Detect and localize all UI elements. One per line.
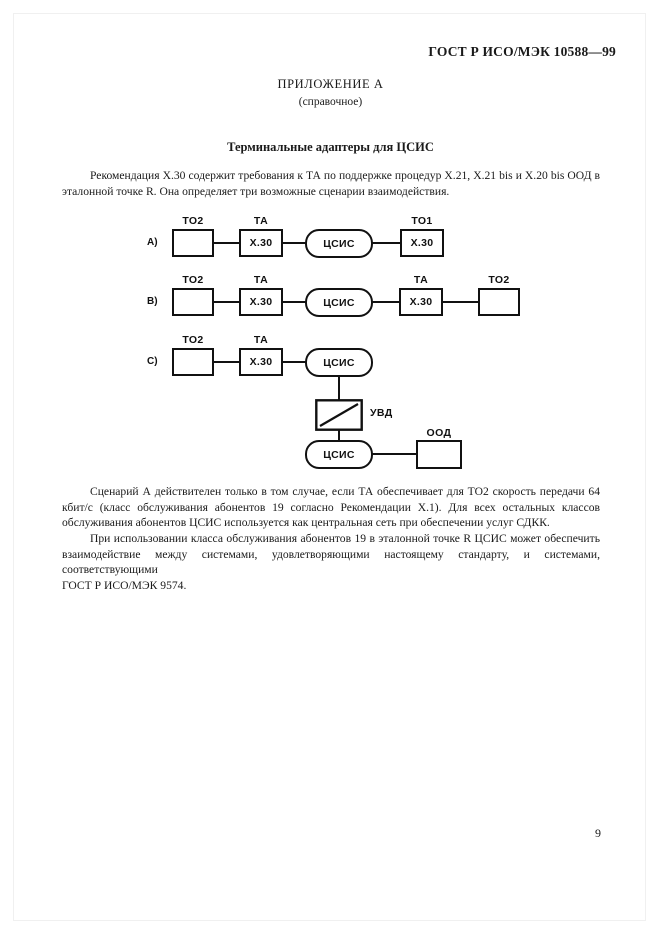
row-label-b: B) bbox=[147, 296, 158, 307]
link-c-vertical-1 bbox=[338, 376, 341, 400]
node-b-to2-left[interactable] bbox=[172, 288, 214, 316]
node-a-ta[interactable]: Х.30 bbox=[239, 229, 283, 257]
node-c-ood[interactable] bbox=[416, 440, 462, 469]
caption-b-to2-right: ТО2 bbox=[488, 274, 510, 286]
node-c-to2[interactable] bbox=[172, 348, 214, 376]
paragraph-outro-1: Сценарий А действителен только в том слу… bbox=[62, 485, 600, 529]
node-c-uvd[interactable] bbox=[315, 399, 363, 431]
link-b-3 bbox=[372, 301, 401, 304]
node-b-isdn[interactable]: ЦСИС bbox=[305, 288, 373, 317]
caption-b-to2-left: ТО2 bbox=[182, 274, 204, 286]
link-b-4 bbox=[442, 301, 480, 304]
link-a-1 bbox=[213, 242, 239, 245]
row-label-a: A) bbox=[147, 237, 158, 248]
caption-b-ta-right: ТА bbox=[413, 274, 429, 286]
link-b-1 bbox=[213, 301, 239, 304]
node-b-to2-right[interactable] bbox=[478, 288, 520, 316]
node-c-isdn-bottom[interactable]: ЦСИС bbox=[305, 440, 373, 469]
link-c-1 bbox=[213, 361, 239, 364]
section-title: Терминальные адаптеры для ЦСИС bbox=[227, 140, 434, 154]
caption-c-ta: ТА bbox=[253, 334, 269, 346]
link-c-2 bbox=[282, 361, 307, 364]
caption-a-to2: ТО2 bbox=[182, 215, 204, 227]
link-a-3 bbox=[372, 242, 402, 245]
caption-b-ta-left: ТА bbox=[253, 274, 269, 286]
caption-a-ta: ТА bbox=[253, 215, 269, 227]
caption-c-to2: ТО2 bbox=[182, 334, 204, 346]
node-c-isdn-top[interactable]: ЦСИС bbox=[305, 348, 373, 377]
annex-subtitle: (справочное) bbox=[298, 96, 363, 108]
paragraph-outro-2-last-line: ГОСТ Р ИСО/МЭК 9574. bbox=[62, 578, 187, 592]
caption-c-ood: ООД bbox=[426, 427, 452, 439]
link-a-2 bbox=[282, 242, 307, 245]
paragraph-outro-2: При использовании класса обслуживания аб… bbox=[62, 531, 600, 593]
standard-header: ГОСТ Р ИСО/МЭК 10588—99 bbox=[428, 44, 616, 59]
paragraph-outro-2-body: При использовании класса обслуживания аб… bbox=[62, 532, 600, 576]
link-c-3 bbox=[372, 453, 419, 456]
node-c-ta[interactable]: Х.30 bbox=[239, 348, 283, 376]
caption-a-to1: ТО1 bbox=[411, 215, 433, 227]
node-b-ta-left[interactable]: Х.30 bbox=[239, 288, 283, 316]
caption-c-uvd: УВД bbox=[370, 407, 393, 419]
node-a-isdn[interactable]: ЦСИС bbox=[305, 229, 373, 258]
page-number: 9 bbox=[595, 826, 601, 840]
annex-title: ПРИЛОЖЕНИЕ А bbox=[277, 77, 384, 91]
row-label-c: C) bbox=[147, 356, 158, 367]
paragraph-intro: Рекомендация Х.30 содержит требования к … bbox=[62, 169, 600, 198]
link-b-2 bbox=[282, 301, 307, 304]
node-b-ta-right[interactable]: Х.30 bbox=[399, 288, 443, 316]
node-a-to2[interactable] bbox=[172, 229, 214, 257]
node-a-to1[interactable]: Х.30 bbox=[400, 229, 444, 257]
